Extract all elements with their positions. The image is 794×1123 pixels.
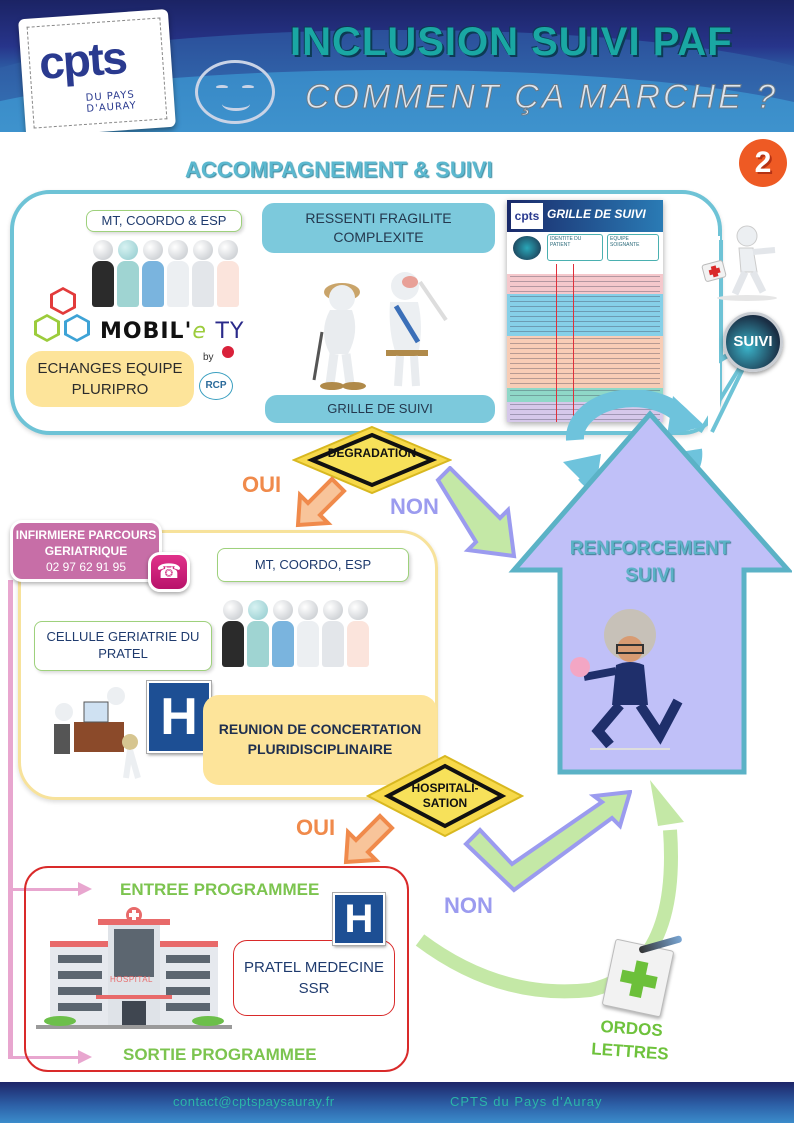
team-tag: MT, COORDO & ESP — [86, 210, 242, 232]
consultation-office-illustration — [54, 687, 141, 779]
hospital-h-sign: H — [146, 680, 212, 754]
phone-call-icon[interactable]: ☎ — [148, 552, 190, 592]
grille-team-field: EQUIPE SOIGNANTE — [607, 234, 659, 261]
suivi-mini-icon — [513, 236, 541, 260]
page-subtitle: COMMENT ÇA MARCHE ? — [304, 78, 779, 117]
degradation-no-label: NON — [390, 494, 439, 519]
section-title: ACCOMPAGNEMENT & SUIVI — [185, 157, 493, 182]
grille-de-suivi-document: cpts GRILLE DE SUIVI IDENTITE DU PATIENT… — [507, 200, 663, 422]
grille-label-box: GRILLE DE SUIVI — [265, 395, 495, 423]
footer-banner: contact@cptspaysauray.fr CPTS du Pays d'… — [0, 1082, 794, 1123]
smiley-face-icon — [195, 60, 275, 124]
active-grandma-illustration — [570, 609, 683, 750]
sortie-programmee-label: SORTIE PROGRAMMEE — [123, 1045, 317, 1064]
renforcement-up-arrow — [508, 410, 792, 775]
degradation-decision-diamond — [292, 425, 452, 495]
hospital-h-sign-2: H — [332, 892, 386, 946]
care-team-illustration — [92, 240, 239, 307]
team-tag-2: MT, COORDO, ESP — [217, 548, 409, 582]
partner-logo-icon — [222, 346, 234, 358]
page-title: INCLUSION SUIVI PAF — [290, 20, 733, 64]
grille-title: GRILLE DE SUIVI — [547, 207, 646, 221]
pratel-ssr-box: PRATEL MEDECINE SSR — [233, 940, 395, 1016]
grille-logo: cpts — [511, 203, 543, 229]
suivi-badge: SUIVI — [723, 312, 783, 372]
entree-programmee-label: ENTREE PROGRAMMEE — [120, 880, 320, 899]
sortie-arrowhead-icon — [78, 1050, 92, 1064]
yes-arrow-down-left-2 — [343, 813, 395, 865]
reunion-concertation-box: REUNION DE CONCERTATION PLURIDISCIPLINAI… — [203, 695, 437, 785]
medic-runner-illustration — [717, 225, 777, 301]
renforcement-label: RENFORCEMENT SUIVI — [569, 538, 731, 586]
hospital-building-sign: HOSPITAL — [110, 975, 153, 984]
rcp-badge: RCP — [199, 372, 233, 400]
hospitalisation-decision-diamond — [366, 754, 524, 838]
degradation-yes-label: OUI — [242, 472, 282, 497]
hospitalisation-no-label: NON — [444, 893, 493, 918]
cellule-geriatrie-box: CELLULE GERIATRIE DU PRATEL — [34, 621, 212, 671]
contact-email-link[interactable]: contact@cptspaysauray.fr — [173, 1094, 335, 1109]
hospitalisation-label: HOSPITALI- SATION — [411, 781, 479, 810]
no-arrow-to-renforcement — [435, 466, 517, 559]
footer-organization: CPTS du Pays d'Auray — [450, 1094, 603, 1109]
no-arrow-check-to-renforcement — [463, 790, 632, 893]
yes-arrow-down-left — [295, 476, 347, 528]
degradation-label: DEGRADATION — [327, 446, 417, 460]
hospital-building-illustration — [36, 907, 232, 1029]
grille-identity-field: IDENTITE DU PATIENT — [547, 234, 603, 261]
care-team-illustration-2 — [222, 600, 369, 667]
entree-arrowhead-icon — [78, 882, 92, 896]
ordos-lettres-label: ORDOS LETTRES — [590, 1016, 670, 1064]
return-curve-arrow — [415, 780, 684, 999]
ressenti-box: RESSENTI FRAGILITE COMPLEXITE — [262, 203, 495, 253]
header-banner: cpts DU PAYS D'AURAY INCLUSION SUIVI PAF… — [0, 0, 794, 132]
step-number-badge: 2 — [739, 139, 787, 187]
infirmiere-parcours-box: INFIRMIERE PARCOURS GERIATRIQUE 02 97 62… — [10, 520, 162, 582]
by-label: by — [203, 352, 214, 363]
hospitalisation-frame — [24, 866, 409, 1072]
mobilety-logo: MOBIL'e TY — [100, 319, 245, 344]
frail-elderly-illustration — [312, 272, 448, 390]
infirmiere-phone-number[interactable]: 02 97 62 91 95 — [45, 560, 127, 575]
geriatrie-frame — [18, 530, 438, 800]
pink-connector-line — [8, 580, 13, 1058]
echanges-box: ECHANGES EQUIPE PLURIPRO — [26, 351, 194, 407]
hospitalisation-yes-label: OUI — [296, 815, 336, 840]
